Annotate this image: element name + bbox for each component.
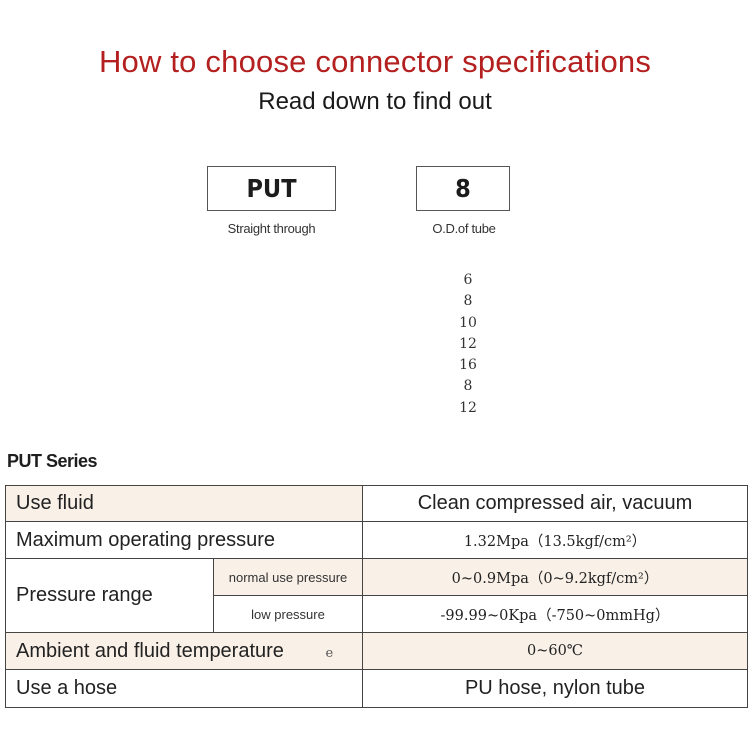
model-code-box: PUT [207, 166, 336, 211]
page-subtitle: Read down to find out [258, 88, 492, 115]
spec-table: Use fluid Clean compressed air, vacuum M… [5, 485, 748, 708]
normal-pressure-value: 0~0.9Mpa（0~9.2kgf/cm²） [362, 558, 748, 596]
table-row: Maximum operating pressure 1.32Mpa（13.5k… [5, 521, 748, 559]
max-pressure-label: Maximum operating pressure [5, 521, 363, 559]
table-row: Pressure range normal use pressure 0~0.9… [5, 558, 748, 633]
temperature-mark: e [325, 645, 334, 661]
table-row: Use a hose PU hose, nylon tube [5, 669, 748, 708]
temperature-label-cell: Ambient and fluid temperature e [5, 632, 363, 670]
low-pressure-value: -99.99~0Kpa（-750~0mmHg） [362, 595, 748, 633]
size-code-caption: O.D.of tube [432, 221, 496, 236]
tube-size-item: 6 [463, 272, 473, 288]
tube-size-item: 12 [459, 335, 477, 352]
model-code-caption: Straight through [227, 221, 316, 236]
tube-size-item: 12 [459, 399, 477, 416]
tube-size-item: 10 [459, 314, 477, 331]
max-pressure-value: 1.32Mpa（13.5kgf/cm²） [362, 521, 748, 559]
use-fluid-value: Clean compressed air, vacuum [362, 485, 748, 522]
low-pressure-label: low pressure [213, 595, 363, 633]
table-row: Use fluid Clean compressed air, vacuum [5, 485, 748, 522]
hose-value: PU hose, nylon tube [362, 669, 748, 708]
temperature-label: Ambient and fluid temperature [16, 639, 284, 662]
page-title: How to choose connector specifications [98, 44, 652, 79]
tube-size-list: 6 8 10 12 16 8 12 [438, 270, 498, 419]
normal-pressure-label: normal use pressure [213, 558, 363, 596]
tube-size-item: 8 [463, 293, 473, 310]
hose-label: Use a hose [5, 669, 363, 708]
table-row: Ambient and fluid temperature e 0~60℃ [5, 632, 748, 670]
pressure-range-label: Pressure range [5, 558, 214, 633]
tube-size-item: 8 [463, 378, 473, 395]
use-fluid-label: Use fluid [5, 485, 363, 522]
size-code-box: 8 [416, 166, 510, 211]
temperature-value: 0~60℃ [362, 632, 748, 670]
tube-size-item: 16 [459, 357, 477, 374]
series-title: PUT Series [7, 451, 98, 471]
table-row: low pressure -99.99~0Kpa（-750~0mmHg） [6, 595, 748, 633]
